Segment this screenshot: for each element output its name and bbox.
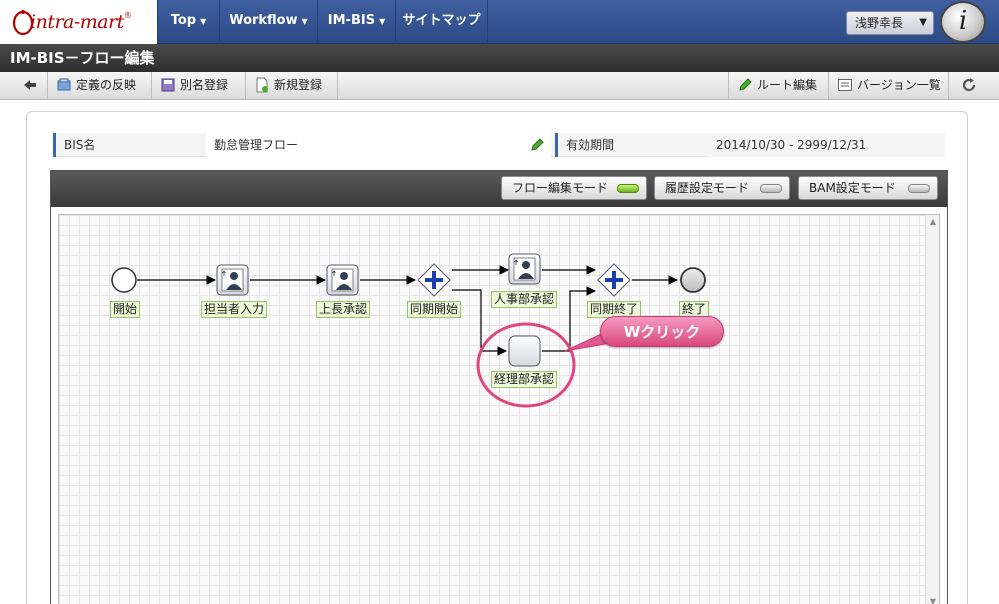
bis-name-label: BIS名 <box>53 133 203 157</box>
route-edit-button[interactable]: ルート編集 <box>728 72 828 100</box>
nav-item-label: Top <box>170 13 197 28</box>
node-label-jinji[interactable]: 人事部承認 <box>491 291 558 308</box>
reflect-definition-button[interactable]: 定義の反映 <box>48 72 152 100</box>
plus-icon <box>425 271 443 289</box>
end-node[interactable] <box>680 267 706 293</box>
double-click-callout: Wクリック <box>600 316 724 347</box>
period-value: 2014/10/30 - 2999/12/31 <box>708 133 945 157</box>
refresh-icon <box>962 77 976 91</box>
mode-label: 履歴設定モード <box>665 181 750 195</box>
node-label-end[interactable]: 終了 <box>679 301 710 318</box>
task-node-tanto[interactable] <box>216 264 249 296</box>
chevron-down-icon: ▼ <box>379 17 386 26</box>
new-register-label: 新規登録 <box>274 78 323 92</box>
reflect-icon <box>57 78 71 90</box>
nav-item-im-bis[interactable]: IM-BIS▼ <box>318 0 396 44</box>
arrow-left-icon <box>24 79 36 90</box>
period-label: 有効期間 <box>555 133 705 157</box>
mode-label: フロー編集モード <box>512 181 609 195</box>
user-name: 浅野幸長 <box>855 16 904 30</box>
nav-item-label: IM-BIS <box>327 13 376 28</box>
nav-item-workflow[interactable]: Workflow▼ <box>220 0 318 44</box>
top-navigation: intra-mart® Top▼ Workflow▼ IM-BIS▼ サイトマッ… <box>0 0 999 44</box>
list-icon <box>838 78 852 91</box>
logo-text: intra-mart® <box>30 11 132 33</box>
connectors <box>137 265 678 356</box>
new-register-button[interactable]: 新規登録 <box>246 72 338 100</box>
save-as-icon <box>161 78 175 91</box>
connector[interactable] <box>542 286 596 352</box>
user-icon <box>331 268 354 292</box>
pencil-icon <box>739 77 752 91</box>
mode-indicator-icon <box>617 184 639 193</box>
app-logo[interactable]: intra-mart® <box>0 0 158 44</box>
vertical-scrollbar[interactable]: ▲ ▼ <box>925 215 939 604</box>
node-label-tanto[interactable]: 担当者入力 <box>201 301 268 318</box>
version-list-button[interactable]: バージョン一覧 <box>828 72 948 100</box>
chevron-down-icon: ▼ <box>301 17 308 26</box>
mode-indicator-icon <box>908 184 930 193</box>
scroll-down-icon[interactable]: ▼ <box>929 597 937 604</box>
route-edit-label: ルート編集 <box>757 78 818 92</box>
mode-indicator-icon <box>760 184 782 193</box>
task-node-keiri[interactable] <box>508 335 541 367</box>
task-node-joucho[interactable] <box>326 264 359 296</box>
refresh-button[interactable] <box>948 72 988 100</box>
save-as-label: 別名登録 <box>180 78 229 92</box>
history-mode-button[interactable]: 履歴設定モード <box>654 176 790 200</box>
version-list-label: バージョン一覧 <box>857 78 941 92</box>
flow-edit-mode-button[interactable]: フロー編集モード <box>501 176 647 200</box>
pencil-icon[interactable] <box>529 137 545 153</box>
save-as-button[interactable]: 別名登録 <box>152 72 246 100</box>
action-toolbar: 定義の反映 別名登録 新規登録 ルート編集 バージョン一覧 <box>0 72 999 100</box>
nav-item-label: サイトマップ <box>402 13 481 28</box>
user-icon <box>513 257 536 281</box>
avatar-glyph: i <box>958 6 968 36</box>
new-doc-icon <box>256 77 268 92</box>
logo-mark-icon <box>12 10 34 36</box>
chevron-down-icon: ▼ <box>200 17 207 26</box>
nav-item-top[interactable]: Top▼ <box>158 0 220 44</box>
flow-info-row: BIS名 勤怠管理フロー 有効期間 2014/10/30 - 2999/12/3… <box>53 133 945 157</box>
mode-toolbar: フロー編集モード 履歴設定モード BAM設定モード <box>51 171 947 207</box>
node-label-start[interactable]: 開始 <box>110 301 141 318</box>
nav-item-label: Workflow <box>229 13 298 28</box>
user-menu-button[interactable]: 浅野幸長 ▼ <box>846 11 934 35</box>
avatar[interactable]: i <box>940 1 986 43</box>
connector[interactable] <box>452 289 507 356</box>
highlight-circle <box>476 322 576 408</box>
bis-name-value: 勤怠管理フロー <box>206 133 551 157</box>
mode-label: BAM設定モード <box>809 181 896 195</box>
plus-icon <box>605 271 623 289</box>
user-icon <box>221 268 244 292</box>
flow-canvas[interactable]: ▲ ▼ <box>58 214 940 604</box>
back-button[interactable] <box>10 72 48 100</box>
reflect-definition-label: 定義の反映 <box>76 78 137 92</box>
gateway-node-sync-start[interactable] <box>417 263 451 297</box>
node-label-joucho[interactable]: 上長承認 <box>316 301 371 318</box>
gateway-node-sync-end[interactable] <box>597 263 631 297</box>
scroll-up-icon[interactable]: ▲ <box>929 217 937 226</box>
page-title: IM-BIS－フロー編集 <box>0 44 999 72</box>
task-node-jinji[interactable] <box>508 253 541 285</box>
bam-mode-button[interactable]: BAM設定モード <box>798 176 938 200</box>
nav-item-sitemap[interactable]: サイトマップ <box>396 0 488 44</box>
node-label-keiri[interactable]: 経理部承認 <box>491 371 558 388</box>
start-node[interactable] <box>111 267 137 293</box>
node-label-sync-start[interactable]: 同期開始 <box>407 301 462 318</box>
chevron-down-icon: ▼ <box>919 17 927 28</box>
